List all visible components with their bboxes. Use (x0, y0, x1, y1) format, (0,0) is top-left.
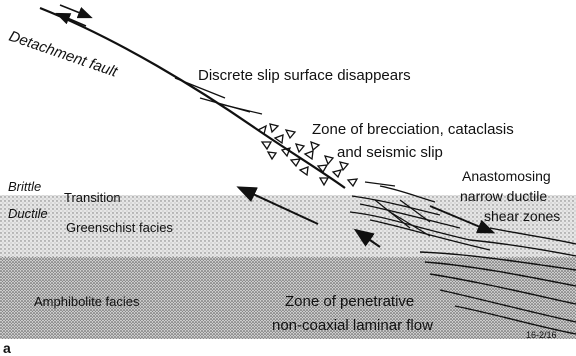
anastomosing-label-3: shear zones (484, 208, 560, 224)
brecciation-label-2: and seismic slip (337, 144, 443, 161)
brecciation-label-1: Zone of brecciation, cataclasis (312, 121, 514, 138)
anastomosing-label-1: Anastomosing (462, 168, 551, 184)
greenschist-label: Greenschist facies (66, 220, 173, 235)
discrete-slip-label: Discrete slip surface disappears (198, 67, 411, 84)
figure-code-label: 16-2/16 (526, 330, 557, 340)
ductile-label: Ductile (8, 206, 48, 221)
panel-letter: a (3, 340, 11, 356)
shear-sense-lower-arrow (58, 14, 86, 26)
anastomosing-label-2: narrow ductile (460, 188, 547, 204)
penetrative-label-1: Zone of penetrative (285, 293, 414, 310)
penetrative-label-2: non-coaxial laminar flow (272, 317, 433, 334)
amphibolite-label: Amphibolite facies (34, 294, 140, 309)
transition-label: Transition (64, 190, 121, 205)
shear-sense-upper-arrow (60, 5, 90, 17)
brittle-label: Brittle (8, 179, 41, 194)
